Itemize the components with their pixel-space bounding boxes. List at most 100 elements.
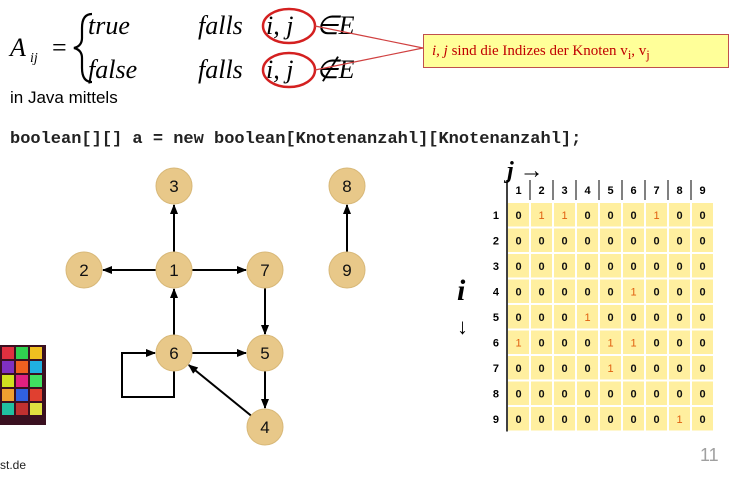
- matrix-cell-6-6: 1: [630, 337, 636, 349]
- formula-lhs-var: A: [8, 33, 26, 62]
- matrix-cell-7-6: 0: [630, 363, 636, 375]
- formula-brace: [73, 12, 93, 84]
- matrix-cell-1-4: 0: [584, 210, 590, 222]
- matrix-cell-bg: [646, 254, 667, 278]
- graph-node-7: [246, 251, 284, 289]
- graph-node-label-8: 8: [342, 177, 351, 196]
- matrix-cell-4-6: 1: [630, 286, 636, 298]
- matrix-cell-bg: [531, 356, 552, 380]
- matrix-cell-2-9: 0: [699, 235, 705, 247]
- matrix-cell-8-5: 0: [607, 388, 613, 400]
- matrix-cell-1-8: 0: [676, 210, 682, 222]
- matrix-cell-5-9: 0: [699, 312, 705, 324]
- graph-node-9: [328, 251, 366, 289]
- matrix-cell-9-2: 0: [538, 414, 544, 426]
- matrix-cell-bg: [623, 279, 644, 303]
- graph-node-label-3: 3: [169, 177, 178, 196]
- matrix-cell-bg: [692, 203, 713, 227]
- matrix-cell-2-6: 0: [630, 235, 636, 247]
- matrix-cell-8-8: 0: [676, 388, 682, 400]
- matrix-cell-bg: [600, 407, 621, 431]
- matrix-cell-bg: [646, 228, 667, 252]
- matrix-col-label-7: 7: [653, 185, 659, 197]
- matrix-cell-bg: [646, 356, 667, 380]
- matrix-col-label-5: 5: [607, 185, 613, 197]
- matrix-cell-bg: [669, 203, 690, 227]
- matrix-cell-bg: [646, 279, 667, 303]
- matrix-cell-4-7: 0: [653, 286, 659, 298]
- index-note: i, j sind die Indizes der Knoten vi, vj: [423, 34, 729, 68]
- matrix-cell-5-6: 0: [630, 312, 636, 324]
- matrix-arrow-down: ↓: [457, 314, 468, 339]
- matrix-cell-9-4: 0: [584, 414, 590, 426]
- matrix-cell-bg: [600, 305, 621, 329]
- matrix-cell-4-1: 0: [515, 286, 521, 298]
- matrix-cell-4-5: 0: [607, 286, 613, 298]
- matrix-cell-5-4: 1: [584, 312, 590, 324]
- formula-row2-pair: i, j: [266, 55, 293, 84]
- note-pre: i, j: [432, 43, 448, 59]
- matrix-cell-1-1: 0: [515, 210, 521, 222]
- adjacency-formula: A ij = true falls i, j ∈E false falls i,…: [8, 7, 424, 89]
- matrix-cell-bg: [577, 203, 598, 227]
- matrix-cell-8-6: 0: [630, 388, 636, 400]
- callout-line-bottom: [314, 47, 424, 71]
- matrix-cell-bg: [600, 381, 621, 405]
- matrix-cell-bg: [554, 228, 575, 252]
- matrix-cell-bg: [669, 407, 690, 431]
- matrix-cell-bg: [577, 305, 598, 329]
- matrix-cell-bg: [692, 228, 713, 252]
- matrix-cell-bg: [600, 330, 621, 354]
- matrix-cell-7-5: 1: [607, 363, 613, 375]
- matrix-cell-bg: [623, 228, 644, 252]
- edge-4-6: [187, 364, 252, 417]
- matrix-cell-3-7: 0: [653, 261, 659, 273]
- graph-node-label-1: 1: [169, 261, 178, 280]
- matrix-cell-bg: [669, 381, 690, 405]
- matrix-cell-bg: [508, 279, 529, 303]
- matrix-cell-bg: [692, 305, 713, 329]
- matrix-cell-6-8: 0: [676, 337, 682, 349]
- matrix-cell-5-8: 0: [676, 312, 682, 324]
- matrix-cell-6-7: 0: [653, 337, 659, 349]
- matrix-cell-bg: [508, 356, 529, 380]
- matrix-cell-bg: [623, 330, 644, 354]
- matrix-cell-1-3: 1: [561, 210, 567, 222]
- matrix-cell-2-5: 0: [607, 235, 613, 247]
- matrix-cell-bg: [508, 330, 529, 354]
- matrix-cell-bg: [531, 330, 552, 354]
- formula-row1-rel: ∈E: [316, 11, 355, 40]
- matrix-cell-7-4: 0: [584, 363, 590, 375]
- matrix-cell-3-8: 0: [676, 261, 682, 273]
- matrix-cell-bg: [600, 254, 621, 278]
- matrix-cell-8-7: 0: [653, 388, 659, 400]
- matrix-cell-bg: [623, 203, 644, 227]
- matrix-cell-bg: [577, 356, 598, 380]
- matrix-cell-bg: [669, 330, 690, 354]
- matrix-cell-3-3: 0: [561, 261, 567, 273]
- graph-node-label-5: 5: [260, 344, 269, 363]
- formula-row1-value: true: [88, 11, 130, 40]
- matrix-cell-8-1: 0: [515, 388, 521, 400]
- matrix-cell-bg: [623, 381, 644, 405]
- matrix-cell-1-9: 0: [699, 210, 705, 222]
- matrix-cell-9-3: 0: [561, 414, 567, 426]
- matrix-col-header: j →: [503, 160, 544, 184]
- graph-node-6: [155, 334, 193, 372]
- matrix-cell-bg: [531, 381, 552, 405]
- matrix-row-label-5: 5: [493, 312, 499, 324]
- matrix-cell-bg: [646, 407, 667, 431]
- matrix-row-label-9: 9: [493, 414, 499, 426]
- matrix-cell-2-3: 0: [561, 235, 567, 247]
- matrix-cell-bg: [646, 381, 667, 405]
- note-text: sind die Indizes der Knoten v: [447, 43, 628, 59]
- graph-node-label-9: 9: [342, 261, 351, 280]
- formula-row1-cond: falls: [198, 11, 243, 40]
- matrix-cell-1-2: 1: [538, 210, 544, 222]
- matrix-cell-bg: [554, 254, 575, 278]
- matrix-cell-bg: [600, 203, 621, 227]
- matrix-cell-bg: [669, 254, 690, 278]
- matrix-cell-3-5: 0: [607, 261, 613, 273]
- matrix-cell-3-4: 0: [584, 261, 590, 273]
